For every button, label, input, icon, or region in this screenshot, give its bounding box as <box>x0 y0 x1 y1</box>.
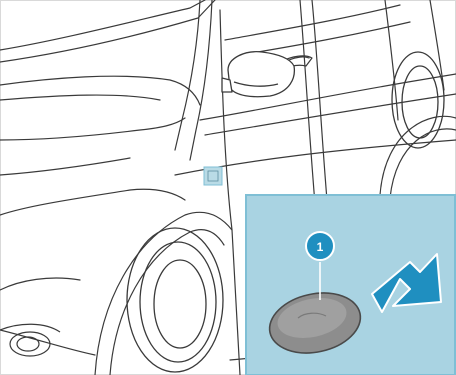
front-wheel <box>127 228 223 372</box>
callout-number-icon: 1 <box>306 232 334 260</box>
location-marker <box>204 167 222 185</box>
fog-lamp <box>0 324 60 356</box>
callout-number: 1 <box>317 240 324 254</box>
detail-inset: 1 <box>246 195 455 375</box>
side-mirror <box>222 52 294 97</box>
